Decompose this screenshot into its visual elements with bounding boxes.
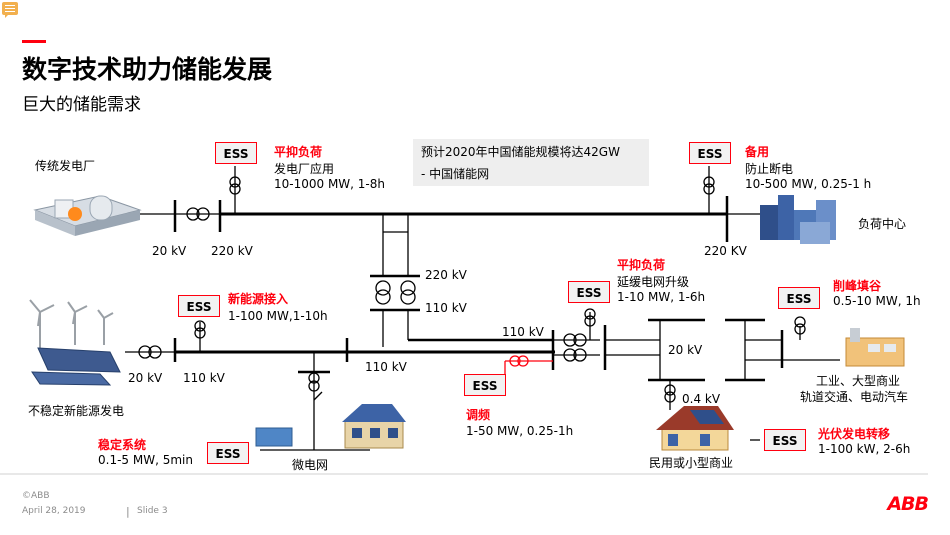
house-illustration (656, 406, 734, 451)
abb-logo: ABB (887, 493, 929, 515)
ess-box-defer: ESS (568, 281, 610, 303)
app-title-stable: 稳定系统 (98, 438, 147, 452)
voltage-label: 110 kV (502, 325, 544, 339)
ess-box-pv: ESS (764, 429, 806, 451)
app-range-freq: 1-50 MW, 0.25-1h (466, 424, 574, 438)
industry-label-1: 工业、大型商业 (816, 374, 901, 388)
app-range-defer: 1-10 MW, 1-6h (617, 290, 706, 304)
app-title-defer: 平抑负荷 (617, 258, 666, 272)
page-title: 数字技术助力储能发展 (22, 55, 273, 84)
industry-label-2: 轨道交通、电动汽车 (800, 390, 909, 404)
footer-separator: | (126, 505, 130, 518)
ess-box-renew: ESS (178, 295, 220, 317)
factory-illustration (845, 328, 905, 367)
ess-box-stable: ESS (207, 442, 249, 464)
page-subtitle: 巨大的储能需求 (22, 95, 141, 115)
ess-box-freq: ESS (464, 374, 506, 396)
app-desc-peak: 发电厂应用 (274, 162, 335, 176)
app-range-backup: 10-500 MW, 0.25-1 h (745, 177, 872, 191)
ess-box-backup: ESS (689, 142, 731, 164)
voltage-label: 20 kV (152, 244, 187, 258)
app-range-stable: 0.1-5 MW, 5min (98, 453, 193, 467)
app-title-pv: 光伏发电转移 (818, 427, 891, 441)
voltage-label: 220 kV (425, 268, 467, 282)
forecast-note-line-1: 预计2020年中国储能规模将达42GW (421, 145, 620, 159)
footer-date: April 28, 2019 (22, 506, 86, 516)
comment-icon[interactable] (2, 2, 18, 18)
plant-label: 传统发电厂 (35, 159, 96, 173)
voltage-label: 0.4 kV (682, 392, 721, 406)
ess-box-shave: ESS (778, 287, 820, 309)
voltage-label: 220 kV (211, 244, 253, 258)
voltage-label: 110 kV (183, 371, 225, 385)
voltage-label: 220 KV (704, 244, 747, 258)
app-title-peak: 平抑负荷 (274, 145, 323, 159)
voltage-label: 110 kV (425, 301, 467, 315)
voltage-label: 110 kV (365, 360, 407, 374)
title-accent-bar (22, 40, 46, 43)
app-title-backup: 备用 (745, 145, 770, 159)
voltage-label: 20 kV (668, 343, 703, 357)
app-range-shave: 0.5-10 MW, 1h (833, 294, 921, 308)
footer-slide-number: Slide 3 (137, 506, 168, 516)
app-title-shave: 削峰填谷 (833, 279, 882, 293)
footer-copyright: ©ABB (22, 491, 50, 501)
microgrid-equipment-illustration (255, 404, 406, 449)
ess-box-peak: ESS (215, 142, 257, 164)
app-desc-defer: 延缓电网升级 (617, 275, 690, 289)
app-range-renew: 1-100 MW,1-10h (228, 309, 328, 323)
microgrid-label: 微电网 (292, 458, 329, 472)
app-range-peak: 10-1000 MW, 1-8h (274, 177, 386, 191)
wind-turbines-illustration (29, 299, 114, 350)
power-plant-illustration (33, 195, 142, 236)
app-range-pv: 1-100 kW, 2-6h (818, 442, 911, 456)
renewable-label: 不稳定新能源发电 (28, 404, 125, 418)
voltage-label: 20 kV (128, 371, 163, 385)
load-center-label: 负荷中心 (858, 217, 907, 231)
solar-panels-illustration (31, 347, 121, 386)
forecast-note: 预计2020年中国储能规模将达42GW - 中国储能网 (413, 139, 649, 186)
residential-label: 民用或小型商业 (649, 456, 734, 470)
forecast-note-line-2: - 中国储能网 (421, 167, 490, 181)
app-desc-backup: 防止断电 (745, 162, 794, 176)
load-center-illustration (760, 195, 836, 244)
app-title-freq: 调频 (466, 408, 491, 422)
app-title-renew: 新能源接入 (228, 292, 289, 306)
